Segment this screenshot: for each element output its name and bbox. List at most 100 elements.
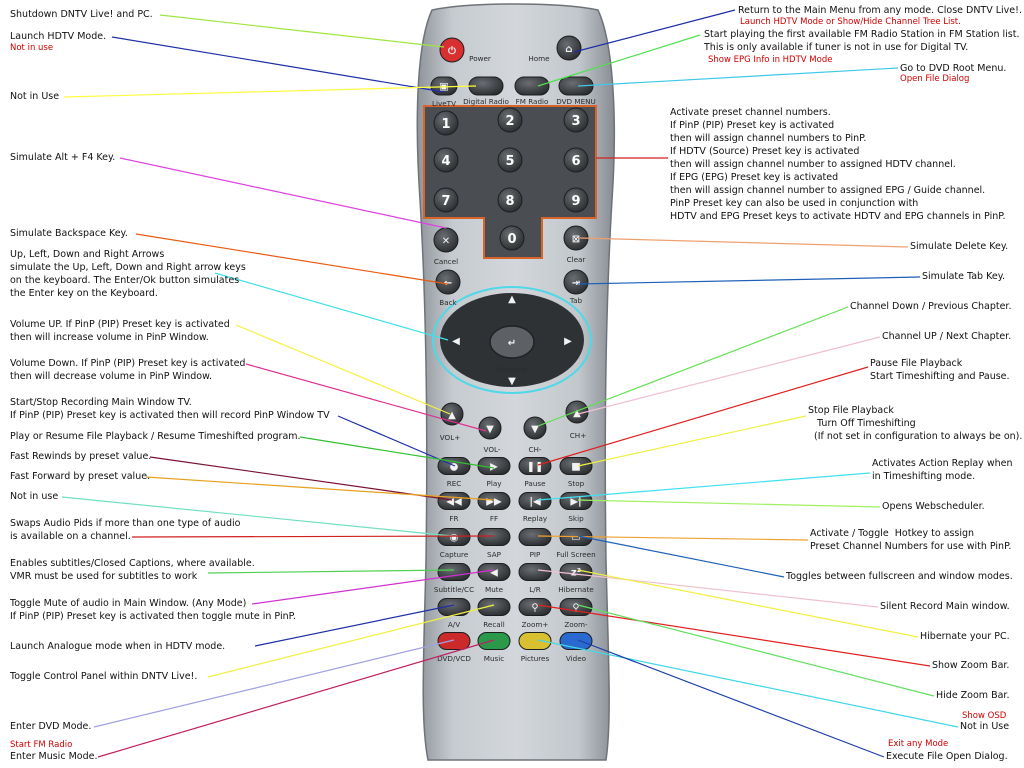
play-icon: ▶ — [490, 462, 498, 473]
zoom-minus-label: Zoom- — [564, 620, 588, 629]
cancel-icon: ✕ — [442, 236, 450, 247]
keypad-panel — [423, 105, 597, 259]
digit-three-button[interactable] — [563, 107, 589, 133]
fm-radio-button[interactable] — [514, 76, 550, 96]
clear-icon: ⊠ — [572, 234, 580, 245]
digit-eight-button[interactable] — [497, 187, 523, 213]
digit-two-button[interactable] — [497, 107, 523, 133]
annotation-not-in-use-top: Not in Use — [10, 91, 60, 102]
digit-eight-label: 8 — [505, 194, 514, 209]
sap-button[interactable] — [477, 528, 511, 546]
dvd-menu-button[interactable] — [558, 76, 594, 96]
recall-button[interactable] — [477, 598, 511, 616]
digit-four-button[interactable] — [433, 147, 459, 173]
pictures-button[interactable] — [518, 632, 552, 650]
annotation-analogue: Launch Analogue mode when in HDTV mode. — [10, 641, 226, 652]
leader-fm-radio — [537, 34, 701, 87]
leader-record — [337, 415, 456, 467]
ff-button[interactable] — [477, 492, 511, 510]
vol-down-button[interactable] — [478, 416, 502, 440]
ch-down-button[interactable] — [523, 416, 547, 440]
annotation-video-note: Show OSD — [962, 711, 1007, 721]
annotation-not-in-use-fr: Not in use — [10, 491, 59, 502]
pause-button[interactable] — [518, 457, 552, 475]
arrow-right-icon[interactable]: ▶ — [564, 336, 572, 347]
leader-not-in-use-fr — [61, 496, 453, 537]
digit-nine-button[interactable] — [563, 187, 589, 213]
replay-button[interactable] — [518, 492, 552, 510]
zoom-minus-button[interactable] — [559, 598, 593, 616]
power-button[interactable] — [439, 37, 465, 63]
sap-label: SAP — [487, 550, 502, 559]
digit-four-label: 4 — [441, 154, 450, 169]
arrow-left-icon[interactable]: ◀ — [452, 336, 460, 347]
leader-shutdown — [159, 14, 445, 48]
pictures-label: Pictures — [521, 654, 550, 663]
digit-two-label: 2 — [505, 114, 514, 129]
annotation-pause: Pause File Playback Start Timeshifting a… — [870, 358, 1010, 382]
full-screen-label: Full Screen — [556, 550, 595, 559]
stop-label: Stop — [568, 479, 585, 488]
pip-button[interactable] — [518, 528, 552, 546]
arrow-up-icon[interactable]: ▲ — [508, 294, 516, 305]
tab-button[interactable] — [563, 269, 589, 295]
video-button[interactable] — [559, 632, 593, 650]
annotation-rewind: Fast Rewinds by preset value. — [10, 451, 152, 462]
leader-silent-record — [537, 569, 879, 608]
stop-button[interactable] — [559, 457, 593, 475]
dpad-ring — [432, 286, 592, 394]
ch-down-icon: ▼ — [531, 424, 539, 435]
leader-vol-down — [245, 363, 487, 432]
vol-plus-label: VOL+ — [440, 433, 460, 442]
leader-dvd-menu — [577, 67, 899, 87]
zoom-out-icon: ⚲ — [572, 603, 579, 614]
livetv-label: LiveTV — [432, 99, 456, 108]
annotation-dvd-menu: Go to DVD Root Menu. — [900, 63, 1007, 74]
power-label: Power — [469, 54, 491, 63]
recall-label: Recall — [483, 620, 504, 629]
capture-button[interactable] — [437, 528, 471, 546]
video-label: Video — [566, 654, 586, 663]
dvd-menu-label: DVD MENU — [556, 97, 596, 106]
pause-label: Pause — [524, 479, 546, 488]
home-label: Home — [528, 54, 550, 63]
ch-up-icon: ▲ — [573, 408, 581, 419]
ch-plus-label: CH+ — [570, 431, 586, 440]
annotation-exit-note: Exit any Mode — [888, 739, 949, 749]
annotation-fm-radio-note: Start FM Radio — [10, 740, 73, 750]
leader-subtitles — [207, 569, 455, 574]
replay-label: Replay — [523, 514, 548, 523]
digit-five-label: 5 — [505, 154, 514, 169]
leader-tab — [577, 276, 921, 285]
annotation-not-in-use-video: Not in Use — [960, 721, 1010, 732]
digit-six-button[interactable] — [563, 147, 589, 173]
annotation-hibernate: Hibernate your PC. — [920, 631, 1010, 642]
digit-five-button[interactable] — [497, 147, 523, 173]
enter-ok-button[interactable] — [489, 325, 535, 359]
dvd-vcd-button[interactable] — [437, 632, 471, 650]
digit-zero-button[interactable] — [499, 225, 525, 251]
annotation-vol-down: Volume Down. If PinP (PIP) Preset key is… — [10, 358, 246, 382]
leader-backspace — [135, 233, 449, 285]
annotation-dvd-menu-note: Open File Dialog — [900, 74, 970, 84]
leader-pause — [537, 366, 869, 466]
annotation-subtitles: Enables subtitles/Closed Captions, where… — [10, 558, 255, 582]
annotation-home-note: Launch HDTV Mode or Show/Hide Channel Tr… — [740, 17, 961, 27]
leader-zoom-plus — [537, 604, 931, 667]
digit-one-label: 1 — [441, 117, 450, 132]
music-button[interactable] — [477, 632, 511, 650]
mute-label: Mute — [485, 585, 504, 594]
home-button[interactable] — [556, 35, 582, 61]
skip-icon: ▶| — [570, 497, 581, 508]
fast-forward-icon: ▶▶ — [486, 497, 502, 508]
arrow-down-icon[interactable]: ▼ — [508, 376, 516, 387]
digit-one-button[interactable] — [433, 110, 459, 136]
pip-label: PIP — [530, 550, 541, 559]
annotation-shutdown: Shutdown DNTV Live! and PC. — [10, 9, 153, 20]
annotation-record: Start/Stop Recording Main Window TV. If … — [10, 397, 330, 421]
enter-icon[interactable]: ↵ — [508, 338, 516, 349]
annotation-replay: Activates Action Replay when in Timeshif… — [872, 458, 1013, 482]
annotation-control-panel: Toggle Control Panel within DNTV Live!. — [10, 671, 198, 682]
digit-seven-button[interactable] — [433, 187, 459, 213]
rewind-icon: ◀◀ — [446, 497, 462, 508]
